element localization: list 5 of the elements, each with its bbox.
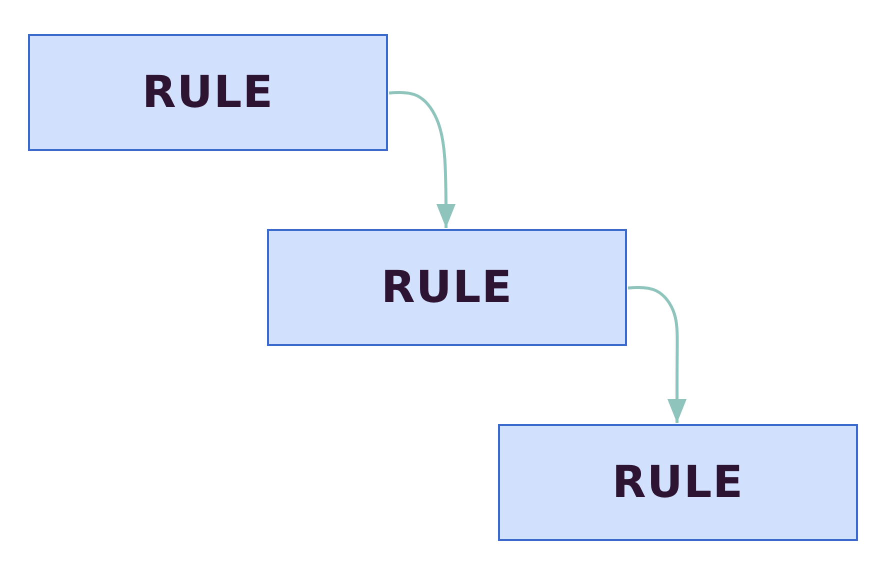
curved-arrow xyxy=(628,286,687,423)
box-label: RULE xyxy=(142,67,274,118)
box-label: RULE xyxy=(381,262,513,313)
box-label: RULE xyxy=(612,457,744,508)
curved-arrow xyxy=(388,90,456,228)
